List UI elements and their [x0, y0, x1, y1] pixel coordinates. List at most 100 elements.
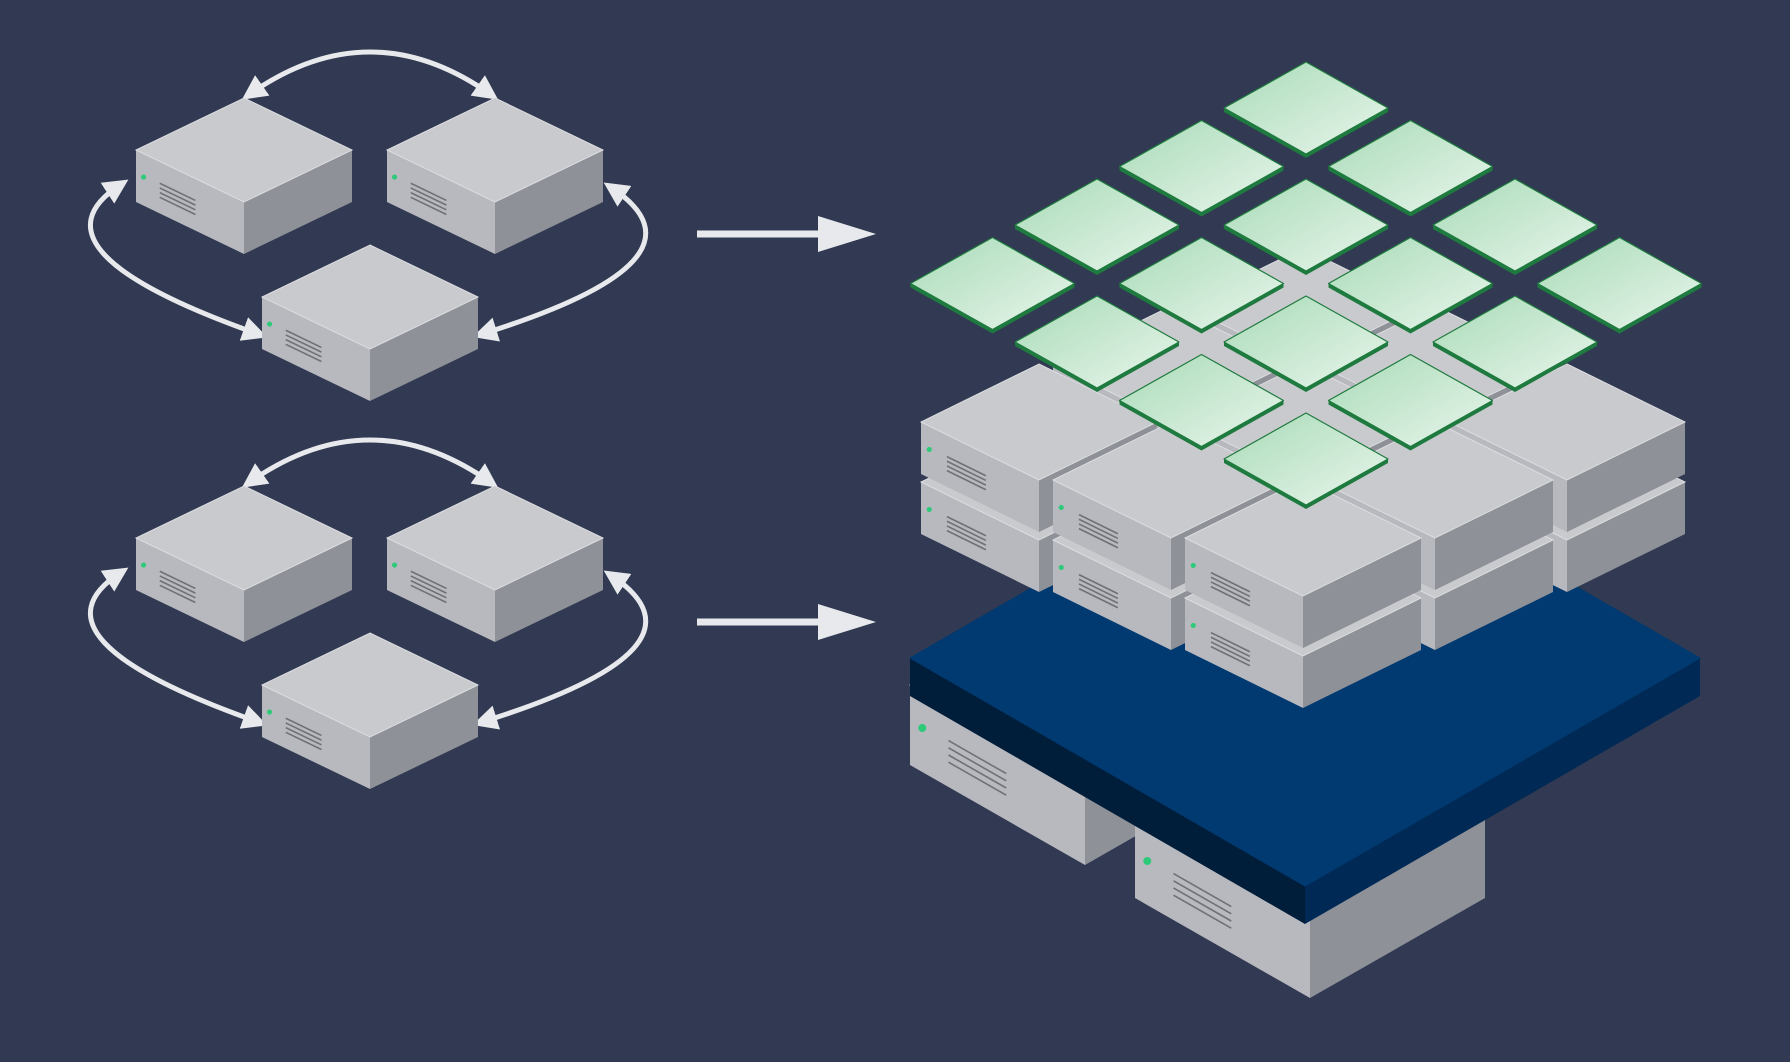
tile [1118, 119, 1285, 217]
vent-line [410, 570, 447, 590]
tile-edge [1015, 342, 1097, 392]
vent-line [410, 191, 447, 211]
tile-face [1327, 119, 1494, 214]
tile-edge [1306, 342, 1388, 392]
vent-line [1173, 880, 1232, 915]
tile-edge [1201, 283, 1284, 334]
vent-line [1078, 518, 1119, 540]
arrow-head-icon [818, 216, 876, 252]
tile [1014, 295, 1180, 392]
tile-edge [1224, 459, 1306, 509]
tile-edge [1306, 225, 1388, 275]
tile-edge [1410, 400, 1493, 451]
server-box [260, 244, 480, 401]
tile-face [1327, 236, 1494, 331]
status-led-icon [266, 321, 273, 327]
vent-line [1210, 581, 1251, 602]
box-right-face [1303, 598, 1421, 708]
transition-arrows [697, 216, 876, 640]
vent-line [410, 579, 447, 599]
tile-edge [1224, 225, 1306, 275]
tile-edge [1410, 283, 1493, 334]
tile-edge [1097, 225, 1179, 275]
vent-line [1078, 573, 1119, 595]
tile [1223, 61, 1389, 158]
tile-face [1432, 295, 1598, 389]
tile [1327, 353, 1494, 451]
server-box [134, 485, 354, 642]
bidirectional-arrow [88, 567, 268, 729]
box-top-face [260, 244, 480, 350]
server-box [1183, 479, 1423, 648]
tile [1536, 236, 1703, 334]
tile [1223, 412, 1389, 509]
bidirectional-arrow [472, 570, 649, 730]
vent-line [1078, 523, 1119, 544]
box-top-face [385, 485, 605, 591]
tile-edge [1515, 342, 1597, 392]
bidirectional-arrow [241, 49, 499, 100]
status-led-icon [391, 562, 398, 568]
box-top-face [1183, 479, 1423, 597]
vent-line [946, 460, 987, 482]
status-led-icon [1058, 504, 1064, 511]
vent-line [1078, 578, 1119, 600]
status-led-icon [1143, 857, 1152, 865]
vent-line [948, 747, 1007, 782]
box-right-face [495, 150, 603, 254]
vent-line [948, 739, 1007, 775]
vent-line [1078, 583, 1119, 604]
box-right-face [1567, 482, 1685, 592]
vent-line [285, 343, 322, 363]
tile-face [909, 236, 1076, 331]
tile [1327, 236, 1494, 334]
server-cluster-top [88, 49, 649, 401]
vent-line [410, 182, 447, 202]
vent-line [948, 754, 1007, 789]
vent-line [1210, 576, 1251, 598]
tile-edge [1537, 283, 1620, 334]
server-box [134, 97, 354, 254]
tile-face [1118, 119, 1285, 214]
cluster-arrows [88, 437, 649, 730]
tile [1118, 236, 1285, 334]
vent-line [1210, 571, 1251, 593]
status-led-icon [1190, 622, 1196, 629]
tile-edge [1328, 283, 1411, 334]
tile-edge [1224, 108, 1306, 158]
vent-line [1078, 513, 1119, 535]
tile [1118, 353, 1285, 451]
vent-line [1210, 636, 1251, 658]
tile-edge [1306, 459, 1388, 509]
tile [1223, 295, 1389, 392]
box-top-face [134, 485, 354, 591]
status-led-icon [1190, 562, 1196, 569]
vent-line [946, 455, 987, 477]
vent-line [159, 570, 196, 590]
tile-face [1014, 295, 1180, 389]
vent-line [1210, 645, 1251, 667]
bidirectional-arrow [241, 437, 499, 488]
box-right-face [1435, 480, 1553, 590]
tile-edge [1201, 400, 1284, 451]
status-led-icon [1058, 564, 1064, 571]
cluster-arrows [88, 49, 649, 342]
tile-edge [1619, 283, 1702, 334]
tile [1327, 119, 1494, 217]
tile-edge [1328, 400, 1411, 451]
tile-edge [1328, 166, 1411, 217]
status-led-icon [918, 724, 927, 732]
vent-line [159, 579, 196, 599]
tile [1223, 178, 1389, 275]
tile-face [1432, 178, 1598, 272]
box-right-face [495, 538, 603, 642]
tile-edge [1410, 166, 1493, 217]
vent-line [159, 196, 196, 216]
tile-edge [1119, 400, 1202, 451]
tile [909, 236, 1076, 334]
vent-line [946, 525, 987, 546]
box-right-face [370, 297, 478, 401]
bidirectional-arrow [472, 182, 649, 342]
vent-line [159, 187, 196, 206]
status-led-icon [140, 562, 147, 568]
